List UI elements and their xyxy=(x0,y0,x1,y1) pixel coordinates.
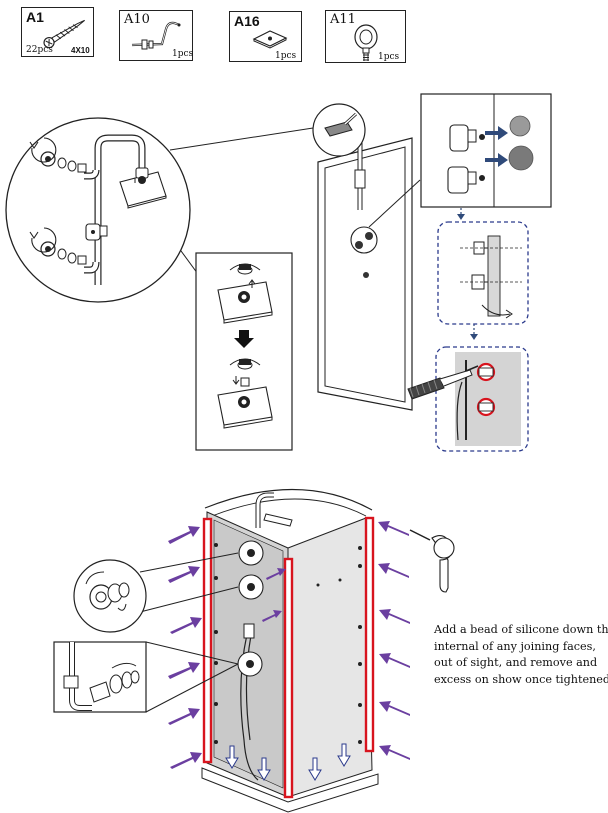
screw-icon xyxy=(43,19,85,49)
silicone-instruction-text: Add a bead of silicone down the internal… xyxy=(434,622,608,688)
part-a1-size: 4X10 xyxy=(71,46,90,55)
part-a10-qty: 1pcs xyxy=(172,49,194,59)
silicone-indicator-arrows xyxy=(168,521,410,769)
valve-cap-detail-circle xyxy=(73,552,239,633)
part-a16-box: A16 1pcs xyxy=(229,11,302,62)
instruction-line-1: Add a bead of silicone down the xyxy=(434,623,608,636)
part-a1-code: A1 xyxy=(26,9,44,25)
shower-enclosure xyxy=(201,488,379,813)
valve-detail-box xyxy=(420,93,552,208)
part-a1-box: A1 22pcs 4X10 xyxy=(21,7,94,57)
part-a11-code: A11 xyxy=(330,12,356,27)
silicone-application-callout xyxy=(407,346,529,452)
instruction-line-2: internal of any joining faces, xyxy=(434,639,596,653)
part-a11-box: A11 1pcs xyxy=(325,10,406,63)
part-a10-box: A10 1pcs xyxy=(119,10,193,61)
part-a1-qty: 22pcs xyxy=(26,45,53,55)
part-a10-code: A10 xyxy=(124,12,150,27)
valve-alignment-callout xyxy=(437,221,529,325)
part-a16-qty: 1pcs xyxy=(275,51,297,61)
hose-connection-detail-box xyxy=(53,641,239,713)
shower-panel-view xyxy=(312,103,421,411)
instruction-line-4: excess on show once tightened xyxy=(434,672,608,686)
riser-fitting-detail-circle xyxy=(5,117,314,391)
hanger-hook-icon xyxy=(354,24,378,61)
plate-tightening-detail xyxy=(195,252,293,451)
part-a11-qty: 1pcs xyxy=(378,52,400,62)
part-a16-code: A16 xyxy=(234,13,260,29)
instruction-line-3: out of sight, and remove and xyxy=(434,656,598,669)
handheld-shower-head xyxy=(409,529,455,593)
shower-riser-arm-icon xyxy=(131,21,181,50)
mounting-plate-icon xyxy=(252,30,288,49)
